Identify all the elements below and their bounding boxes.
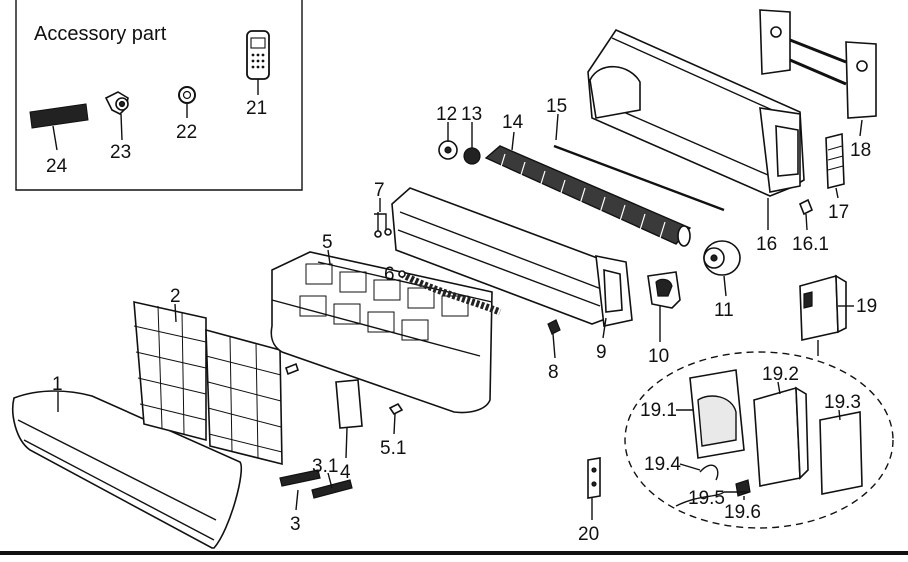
- accessory-box: Accessory part: [15, 0, 303, 191]
- part-21-remote-control: [246, 30, 270, 80]
- part-13-bearing: [463, 147, 481, 165]
- label-20: 20: [578, 524, 599, 545]
- part-16-chassis: [587, 28, 805, 197]
- part-11-fan-motor: [703, 240, 741, 276]
- part-15-connecting-rod: [553, 144, 725, 212]
- label-19-5: 19.5: [688, 488, 725, 509]
- label-24: 24: [46, 156, 68, 177]
- part-labels: 1 2 3 3.1 4 5 5.1 6 7 8 9 10 11 12 13 14…: [46, 96, 877, 545]
- label-6: 6: [384, 264, 395, 285]
- label-19-2: 19.2: [762, 364, 799, 385]
- part-8-sensor: [547, 319, 561, 335]
- label-3: 3: [290, 514, 301, 535]
- part-10-motor-clamp: [647, 271, 681, 309]
- part-7-clip: [374, 212, 392, 238]
- label-5-1: 5.1: [380, 438, 406, 459]
- part-6-drain-hose: [398, 270, 502, 316]
- part-16-1-clip: [798, 198, 814, 216]
- part-12-bearing-seat: [438, 140, 458, 160]
- part-5-front-case: [270, 251, 493, 414]
- part-23-drain-joint: [104, 91, 129, 115]
- accessory-title: Accessory part: [34, 23, 167, 45]
- part-2-air-filter: [133, 300, 283, 466]
- label-11: 11: [714, 300, 734, 321]
- part-19-electric-control-box: [799, 274, 847, 341]
- label-2: 2: [170, 286, 181, 307]
- part-20-display-board: [587, 457, 601, 499]
- label-14: 14: [502, 112, 524, 133]
- label-1: 1: [52, 374, 63, 395]
- label-17: 17: [828, 202, 849, 223]
- label-22: 22: [176, 122, 197, 143]
- label-3-1: 3.1: [312, 456, 338, 477]
- label-8: 8: [548, 362, 559, 383]
- part-17-terminal-board: [825, 132, 845, 190]
- label-19: 19: [856, 296, 877, 317]
- label-16: 16: [756, 234, 777, 255]
- label-12: 12: [436, 104, 457, 125]
- label-7: 7: [374, 180, 385, 201]
- label-18: 18: [850, 140, 871, 161]
- part-5-1-screw-cap: [388, 402, 404, 416]
- part-14-cross-flow-fan: [484, 145, 692, 247]
- part-18-wall-mounting-plate: [759, 9, 877, 119]
- part-3-swing-louver: [279, 469, 353, 499]
- label-9: 9: [596, 342, 607, 363]
- part-4-cover-plate: [335, 379, 363, 429]
- label-19-6: 19.6: [724, 502, 761, 523]
- part-9-evaporator: [391, 187, 633, 327]
- label-4: 4: [340, 462, 351, 483]
- label-5: 5: [322, 232, 333, 253]
- label-19-1: 19.1: [640, 400, 677, 421]
- label-10: 10: [648, 346, 669, 367]
- electric-box-detail: [624, 340, 894, 529]
- label-21: 21: [246, 98, 267, 119]
- label-19-3: 19.3: [824, 392, 861, 413]
- leader-lines: [57, 113, 863, 520]
- label-16-1: 16.1: [792, 234, 829, 255]
- part-1-front-panel: [12, 390, 242, 549]
- label-15: 15: [546, 96, 567, 117]
- part-24-sealing-strip: [29, 103, 89, 129]
- label-19-4: 19.4: [644, 454, 681, 475]
- label-13: 13: [461, 104, 482, 125]
- label-23: 23: [110, 142, 131, 163]
